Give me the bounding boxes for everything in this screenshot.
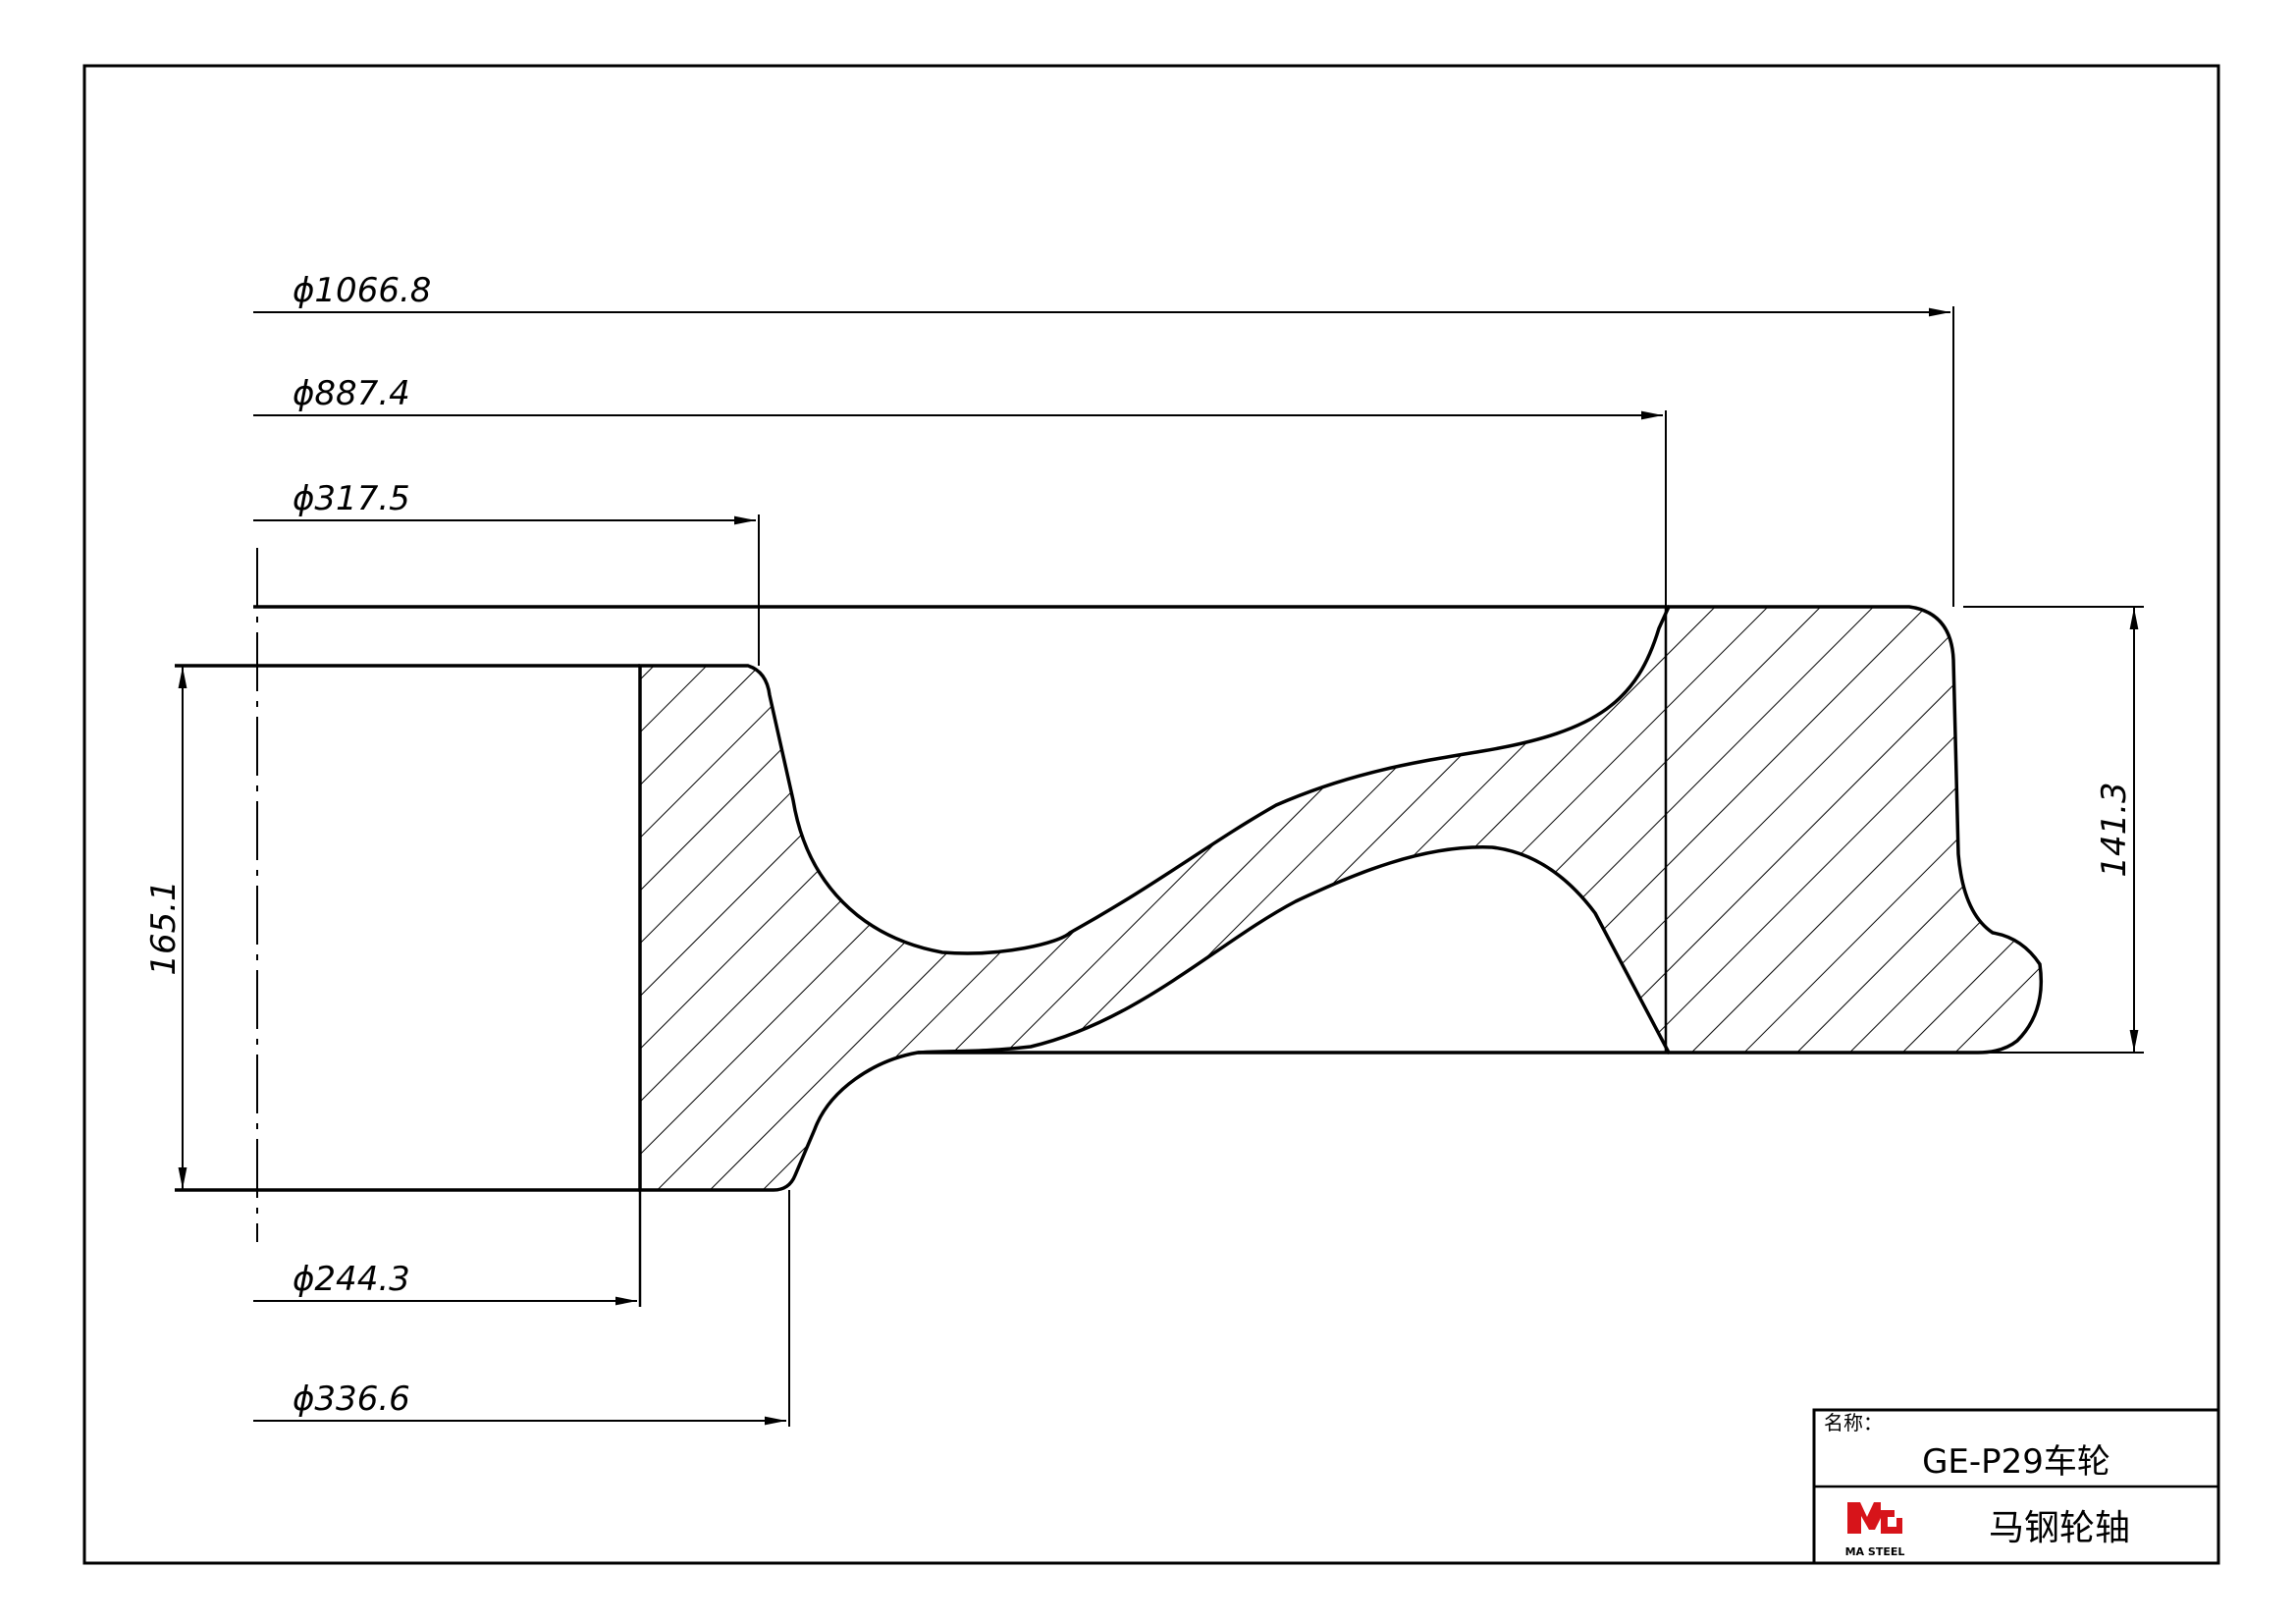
dim-label-rim-width: 141.3 bbox=[2095, 782, 2134, 877]
dim-d1066: ϕ1066.8 bbox=[253, 271, 1954, 607]
title-name-label: 名称： bbox=[1824, 1411, 1883, 1434]
dim-d244: ϕ244.3 bbox=[253, 666, 642, 1307]
dim-165: 165.1 bbox=[144, 667, 187, 1189]
title-name-value: GE-P29车轮 bbox=[1922, 1442, 2110, 1482]
masteel-logo: MA STEEL bbox=[1845, 1502, 1905, 1558]
dim-label-hub-inner: ϕ336.6 bbox=[293, 1380, 410, 1419]
logo-text: MA STEEL bbox=[1845, 1545, 1905, 1558]
dim-141: 141.3 bbox=[1963, 606, 2144, 1054]
dim-label-tread-diameter: ϕ887.4 bbox=[293, 374, 410, 413]
dim-d317: ϕ317.5 bbox=[253, 479, 760, 666]
company-name: 马钢轮轴 bbox=[1989, 1508, 2130, 1548]
wheel-section bbox=[638, 605, 2044, 1192]
dim-d887: ϕ887.4 bbox=[253, 374, 1667, 607]
dim-label-outer-diameter: ϕ1066.8 bbox=[293, 271, 431, 310]
dim-label-hub-outer: ϕ317.5 bbox=[293, 479, 410, 518]
dim-label-hub-length: 165.1 bbox=[144, 880, 184, 975]
drawing-border bbox=[82, 64, 2220, 1565]
title-block: 名称： GE-P29车轮 MA STEEL 马钢轮轴 bbox=[1812, 1408, 2220, 1565]
dim-label-bore: ϕ244.3 bbox=[293, 1260, 410, 1299]
dim-d336: ϕ336.6 bbox=[253, 1190, 790, 1427]
